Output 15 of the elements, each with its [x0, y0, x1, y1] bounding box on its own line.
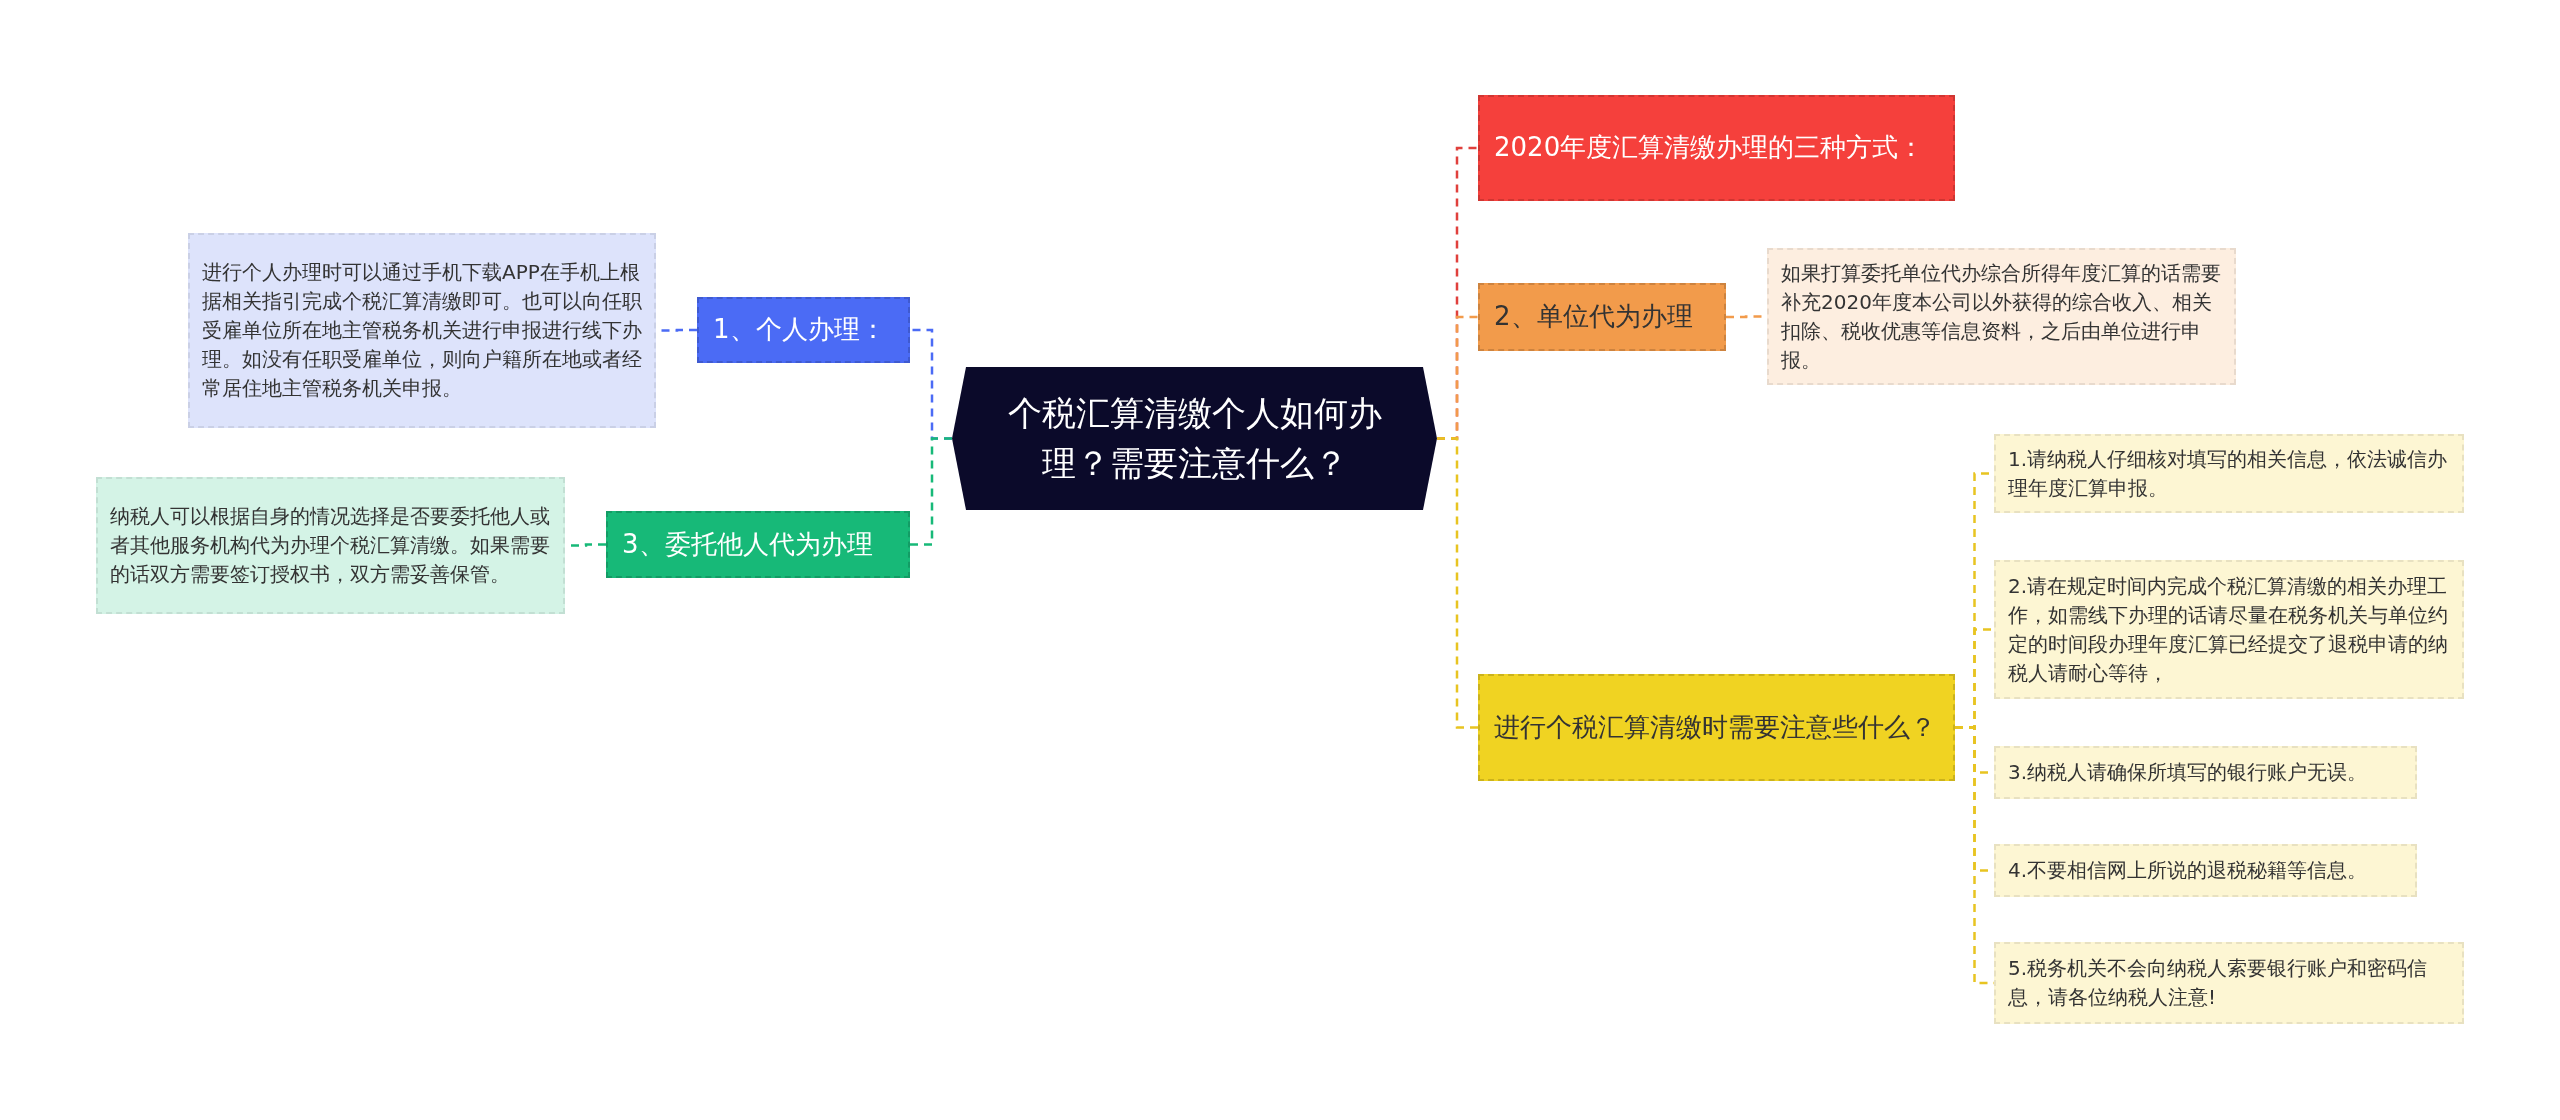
branch-box: 2、单位代为办理 — [1478, 283, 1726, 351]
connector-line — [1437, 437, 1478, 729]
branch-box: 1、个人办理： — [697, 297, 910, 363]
connector-line — [910, 437, 952, 546]
branch-box: 进行个税汇算清缴时需要注意些什么？ — [1478, 674, 1955, 781]
note-box: 如果打算委托单位代办综合所得年度汇算的话需要补充2020年度本公司以外获得的综合收入、相关扣除、税收优惠等信息资料，之后由单位进行申报。 — [1767, 248, 2236, 385]
note-box: 5.税务机关不会向纳税人索要银行账户和密码信息，请各位纳税人注意! — [1994, 942, 2464, 1024]
note-box: 1.请纳税人仔细核对填写的相关信息，依法诚信办理年度汇算申报。 — [1994, 434, 2464, 513]
note-box: 进行个人办理时可以通过手机下载APP在手机上根据相关指引完成个税汇算清缴即可。也可以向任职受雇单位所在地主管税务机关进行申报进行线下办理。如没有任职受雇单位，则向户籍所在地或者经常居住地主管税务机关申报。 — [188, 233, 656, 428]
note-box: 4.不要相信网上所说的退税秘籍等信息。 — [1994, 844, 2417, 897]
note-box: 2.请在规定时间内完成个税汇算清缴的相关办理工作，如需线下办理的话请尽量在税务机关与单位约定的时间段办理年度汇算已经提交了退税申请的纳税人请耐心等待， — [1994, 560, 2464, 699]
note-box: 3.纳税人请确保所填写的银行账户无误。 — [1994, 746, 2417, 799]
note-box: 纳税人可以根据自身的情况选择是否要委托他人或者其他服务机构代为办理个税汇算清缴。如果需要的话双方需要签订授权书，双方需妥善保管。 — [96, 477, 565, 614]
branch-box: 3、委托他人代为办理 — [606, 511, 910, 578]
branch-box: 2020年度汇算清缴办理的三种方式： — [1478, 95, 1955, 201]
